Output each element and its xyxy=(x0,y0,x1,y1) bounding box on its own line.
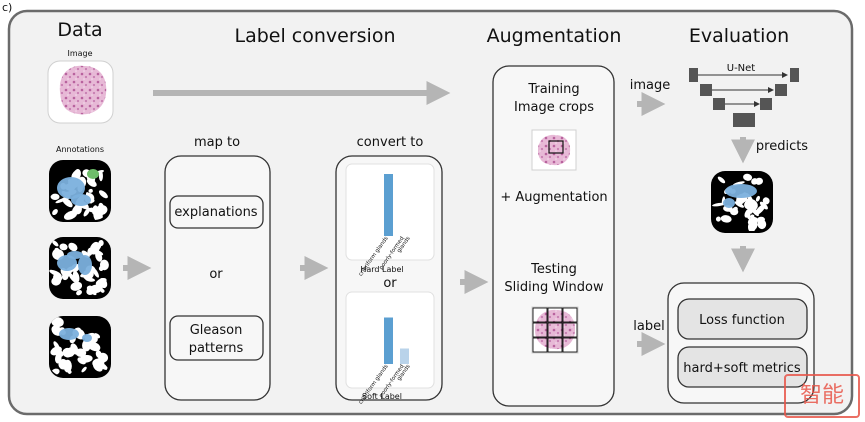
header-augmentation: Augmentation xyxy=(487,25,622,47)
plus-augmentation-label: + Augmentation xyxy=(500,190,607,205)
explanations-box xyxy=(169,195,264,229)
map-to-title: map to xyxy=(194,135,240,150)
header-label-conversion: Label conversion xyxy=(235,25,396,47)
annotation-mask-1 xyxy=(49,160,111,222)
convert-or-label: or xyxy=(383,276,397,291)
augmentation-box xyxy=(492,65,615,407)
predicts-label: predicts xyxy=(756,139,808,154)
soft-label-caption: Soft Label xyxy=(362,392,402,401)
unet-architecture-icon: U-Net xyxy=(689,63,799,127)
metrics-label: hard+soft metrics xyxy=(683,361,801,376)
header-data: Data xyxy=(57,19,102,41)
bar-1 xyxy=(384,317,393,364)
explanations-label: explanations xyxy=(174,205,257,220)
training-line2: Image crops xyxy=(514,100,594,115)
tissue-image-thumbnail xyxy=(47,60,114,124)
gleason-label-line2: patterns xyxy=(189,341,244,356)
annotation-mask-2 xyxy=(49,237,111,299)
sliding-window-grid xyxy=(531,306,579,354)
loss-function-box xyxy=(677,298,808,340)
panel-label: c) xyxy=(2,1,12,14)
prediction-mask xyxy=(711,171,773,233)
hard-label-caption: Hard Label xyxy=(360,265,403,274)
image-caption: Image xyxy=(67,49,92,58)
gleason-label-line1: Gleason xyxy=(190,323,243,338)
image-input-label: image xyxy=(630,78,671,93)
metrics-box xyxy=(677,346,808,388)
map-or-label: or xyxy=(209,267,223,282)
watermark-stamp: 智能 xyxy=(784,374,860,418)
bar-2 xyxy=(400,348,409,364)
label-input-label: label xyxy=(633,319,664,334)
testing-line1: Testing xyxy=(530,262,577,277)
header-evaluation: Evaluation xyxy=(689,25,789,47)
gleason-patterns-box xyxy=(169,315,264,361)
unet-label: U-Net xyxy=(727,63,756,74)
training-crop-thumbnail xyxy=(531,129,577,171)
annotation-mask-3 xyxy=(49,316,111,378)
loss-function-label: Loss function xyxy=(699,313,785,328)
convert-to-title: convert to xyxy=(357,135,424,150)
training-line1: Training xyxy=(527,82,579,97)
annotations-caption: Annotations xyxy=(56,145,104,154)
testing-line2: Sliding Window xyxy=(504,280,604,295)
bar-1 xyxy=(384,174,393,236)
